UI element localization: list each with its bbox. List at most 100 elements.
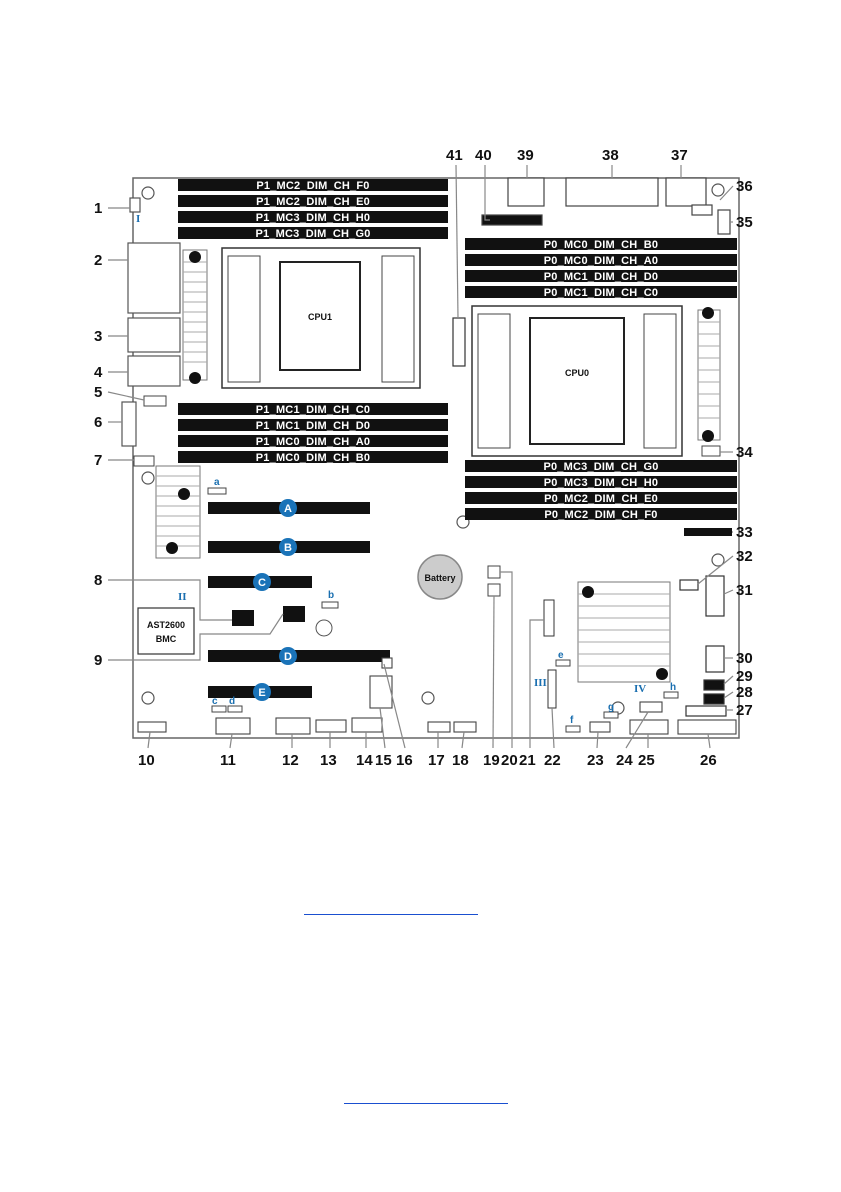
bottom-headers — [137, 657, 737, 735]
callout-6: 6 — [94, 414, 102, 431]
mounting-hole — [456, 515, 470, 529]
callout-25: 25 — [638, 752, 655, 769]
dimm-group-cpu1-top: P1_MC2_DIM_CH_F0 P1_MC2_DIM_CH_E0 P1_MC3… — [178, 179, 448, 240]
jumper-h-label: h — [670, 682, 676, 693]
header-25 — [629, 719, 669, 735]
callout-24: 24 — [616, 752, 633, 769]
pcie-slot-badges: A B C D E — [253, 499, 297, 701]
m2-slot-21 — [543, 599, 555, 637]
callout-17: 17 — [428, 752, 445, 769]
callout-20: 20 — [501, 752, 518, 769]
callout-16: 16 — [396, 752, 413, 769]
callout-40: 40 — [475, 147, 492, 164]
connector-31 — [705, 575, 725, 617]
callout-numbers: 1 2 3 4 5 6 7 8 9 10 11 12 13 14 15 16 1… — [94, 147, 753, 769]
header-23 — [589, 721, 611, 733]
chipset-heatsink — [577, 581, 671, 683]
dimm-label: P1_MC2_DIM_CH_E0 — [256, 196, 370, 208]
sata-28 — [703, 693, 725, 705]
dimm-label: P0_MC3_DIM_CH_G0 — [543, 461, 658, 473]
callout-1: 1 — [94, 200, 102, 217]
callout-14: 14 — [356, 752, 373, 769]
mounting-hole — [141, 691, 155, 705]
roman-marker-i: I — [136, 213, 140, 225]
slot-badge-e-label: E — [258, 687, 265, 699]
connector-30 — [705, 645, 725, 673]
header-17 — [427, 721, 451, 733]
slot-badge-d-label: D — [284, 651, 292, 663]
rear-io-port-2 — [127, 242, 181, 314]
header-12 — [275, 717, 311, 735]
callout-27: 27 — [736, 702, 753, 719]
callout-4: 4 — [94, 364, 103, 381]
dimm-label: P1_MC3_DIM_CH_G0 — [255, 228, 370, 240]
power-connector-37 — [665, 177, 707, 207]
slot-badge-c-label: C — [258, 577, 266, 589]
dimm-label: P1_MC3_DIM_CH_H0 — [256, 212, 370, 224]
link-underline[interactable] — [304, 914, 478, 915]
dimm-group-cpu0-top: P0_MC0_DIM_CH_B0 P0_MC0_DIM_CH_A0 P0_MC1… — [465, 238, 737, 299]
callout-34: 34 — [736, 444, 753, 461]
cmos-battery: Battery — [417, 554, 463, 600]
button-20 — [487, 565, 501, 579]
mounting-hole — [421, 691, 435, 705]
header-14 — [351, 717, 383, 733]
callout-30: 30 — [736, 650, 753, 667]
callout-33: 33 — [736, 524, 753, 541]
header-18 — [453, 721, 477, 733]
dimm-group-cpu0-bottom: P0_MC3_DIM_CH_G0 P0_MC3_DIM_CH_H0 P0_MC2… — [465, 460, 737, 521]
callout-5: 5 — [94, 384, 102, 401]
cpu0-label: CPU0 — [565, 368, 589, 378]
jumper-c-label: c — [212, 696, 218, 707]
connector-40 — [481, 214, 543, 226]
callout-13: 13 — [320, 752, 337, 769]
dimm-label: P1_MC0_DIM_CH_A0 — [256, 436, 370, 448]
pcie-slot-d — [208, 650, 390, 662]
slot-badge-b-label: B — [284, 542, 292, 554]
callout-23: 23 — [587, 752, 604, 769]
header-10 — [137, 721, 167, 733]
dimm-label: P1_MC0_DIM_CH_B0 — [256, 452, 370, 464]
dimm-label: P0_MC1_DIM_CH_C0 — [544, 287, 658, 299]
mounting-hole — [141, 471, 155, 485]
jumper-b-label: b — [328, 590, 334, 601]
mounting-hole — [711, 553, 725, 567]
jumper-f-label: f — [570, 715, 574, 726]
callout-11: 11 — [220, 752, 236, 769]
jumper-e-label: e — [558, 650, 564, 661]
bmc-label-line1: AST2600 — [147, 620, 185, 630]
slot-badge-b — [279, 538, 297, 556]
sata-29 — [703, 679, 725, 691]
slot-badge-a-label: A — [284, 503, 292, 515]
bmc-chip: AST2600 BMC — [137, 607, 195, 655]
slot-badge-d — [279, 647, 297, 665]
right-connectors — [679, 575, 727, 717]
power-connector-38 — [565, 177, 659, 207]
callout-28: 28 — [736, 684, 753, 701]
button-16 — [381, 657, 393, 669]
power-connector-39 — [507, 177, 545, 207]
callout-19: 19 — [483, 752, 500, 769]
link-underline[interactable] — [344, 1103, 508, 1104]
m2-holder-15 — [369, 675, 393, 709]
jumpers: a b c d e f g h — [207, 477, 679, 733]
header-35 — [691, 204, 713, 216]
slot-badge-e — [253, 683, 271, 701]
cpu1-socket: CPU1 — [221, 247, 421, 389]
callout-26: 26 — [700, 752, 717, 769]
rear-io-port-3 — [127, 317, 181, 353]
connector-36 — [717, 209, 731, 235]
dimm-label: P1_MC2_DIM_CH_F0 — [256, 180, 369, 192]
top-power-connectors — [481, 177, 731, 235]
callout-35: 35 — [736, 214, 753, 231]
dimm-label: P0_MC2_DIM_CH_F0 — [544, 509, 657, 521]
callout-3: 3 — [94, 328, 102, 345]
callout-31: 31 — [736, 582, 753, 599]
button-19 — [487, 583, 501, 597]
callout-8: 8 — [94, 572, 102, 589]
header-24 — [639, 701, 663, 713]
header-13 — [315, 719, 347, 733]
vrm-heatsink-right — [697, 307, 721, 442]
jumper-g-label: g — [608, 702, 614, 713]
